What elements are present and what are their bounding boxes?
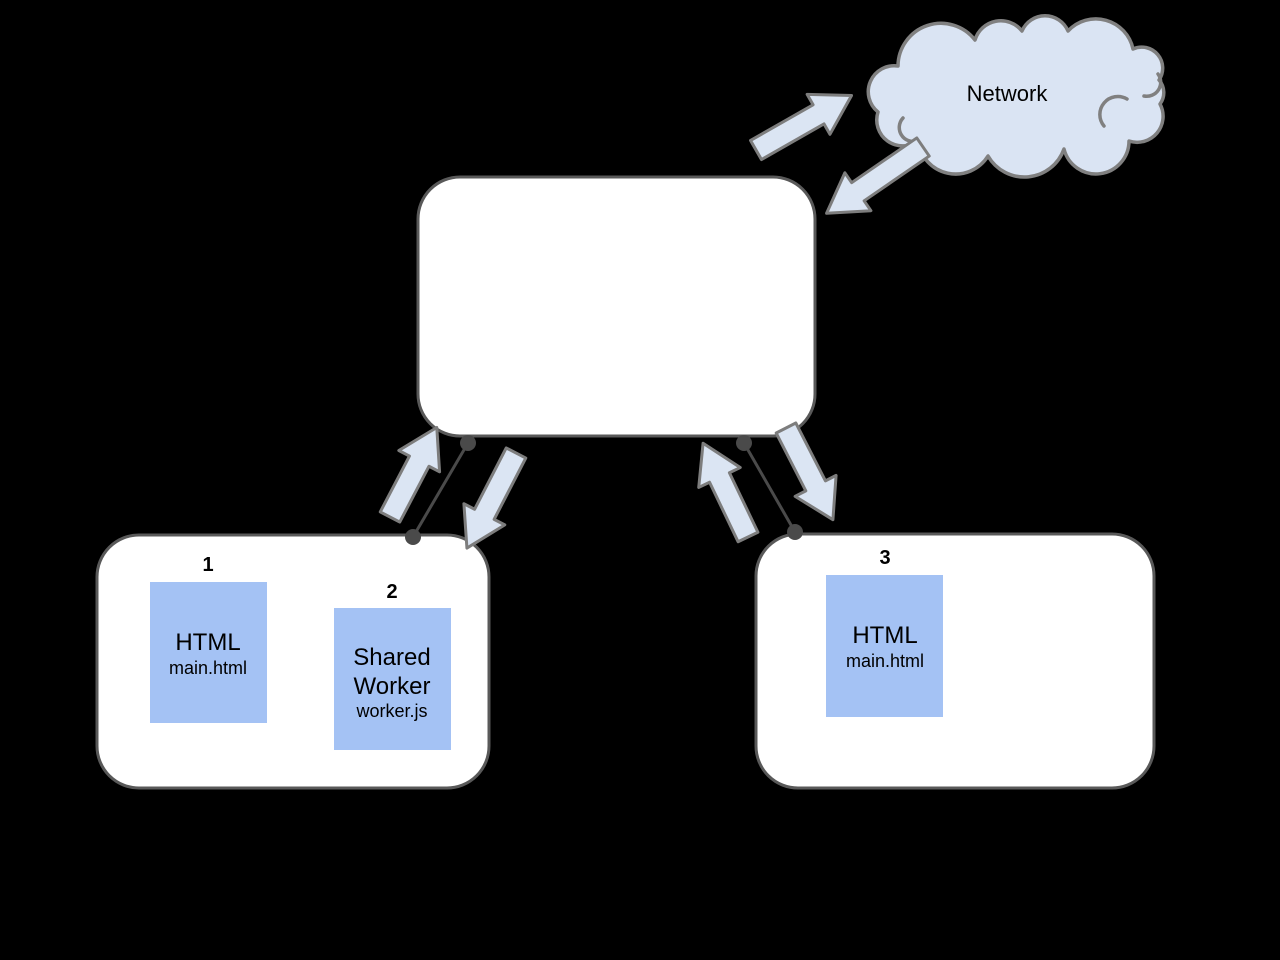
right-window-box: [754, 532, 1156, 790]
doc-number-label: 1: [202, 554, 213, 576]
doc-filename: worker.js: [355, 701, 427, 721]
arrow-center-to-network-icon: [749, 92, 854, 162]
center-box: [416, 175, 817, 438]
shared-worker-node: 2 Shared Worker worker.js: [334, 581, 451, 750]
shared-worker-box: [334, 608, 451, 750]
connector-line: [411, 442, 470, 538]
arrow-left-to-center-icon: [378, 425, 442, 524]
connector-center-right: [736, 435, 803, 540]
arrow-network-to-center-icon: [825, 136, 931, 215]
doc-title: HTML: [852, 622, 917, 649]
doc-number-label: 2: [386, 581, 397, 603]
network-label: Network: [967, 81, 1049, 106]
arrow-right-to-center-icon: [697, 441, 760, 544]
arrow-center-to-left-icon: [462, 446, 528, 550]
doc-title: HTML: [175, 629, 240, 656]
arrow-center-to-right-icon: [774, 421, 838, 522]
doc-filename: main.html: [846, 651, 924, 671]
html-doc-box: [826, 575, 943, 717]
connector-endpoint-dot: [405, 529, 421, 545]
connector-endpoint-dot: [787, 524, 803, 540]
connector-endpoint-dot: [460, 435, 476, 451]
html-doc-box: [150, 582, 267, 723]
cloud-curl-right: [1142, 72, 1163, 99]
doc-title-line2: Worker: [354, 673, 431, 700]
cloud-curl-lower-right: [1098, 94, 1129, 128]
doc-number-label: 3: [879, 547, 890, 569]
html-doc-node-3: 3 HTML main.html: [826, 547, 943, 717]
connector-endpoint-dot: [736, 435, 752, 451]
connector-center-left: [405, 435, 476, 545]
connector-line: [742, 442, 797, 533]
doc-title-line1: Shared: [353, 644, 430, 671]
doc-filename: main.html: [169, 658, 247, 678]
html-doc-node-1: 1 HTML main.html: [150, 554, 267, 723]
